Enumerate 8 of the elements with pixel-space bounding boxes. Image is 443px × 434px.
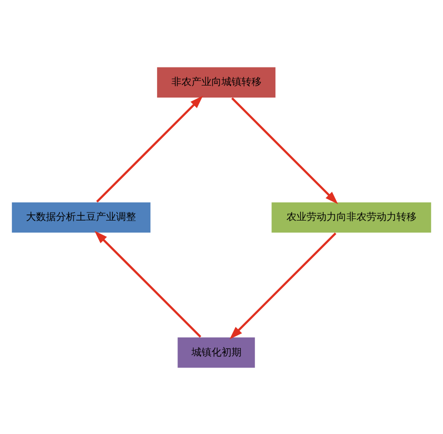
node-box: 城镇化初期 (176, 336, 256, 368)
arrow (230, 232, 336, 339)
arrow (231, 96, 338, 204)
node-box: 大数据分析土豆产业调整 (11, 201, 152, 233)
arrow (96, 95, 203, 202)
node-box: 非农产业向城镇转移 (156, 66, 276, 98)
arrow (94, 230, 202, 338)
node-box: 农业劳动力向非农劳动力转移 (270, 201, 432, 233)
